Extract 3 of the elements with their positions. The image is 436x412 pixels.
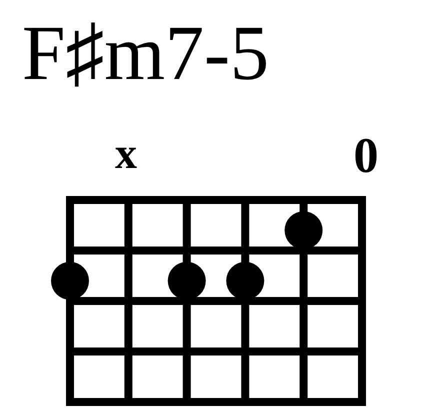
muted-string-mark: x xyxy=(115,132,137,176)
open-string-mark: 0 xyxy=(354,130,378,180)
chord-name: F♯m7-5 xyxy=(22,14,270,92)
